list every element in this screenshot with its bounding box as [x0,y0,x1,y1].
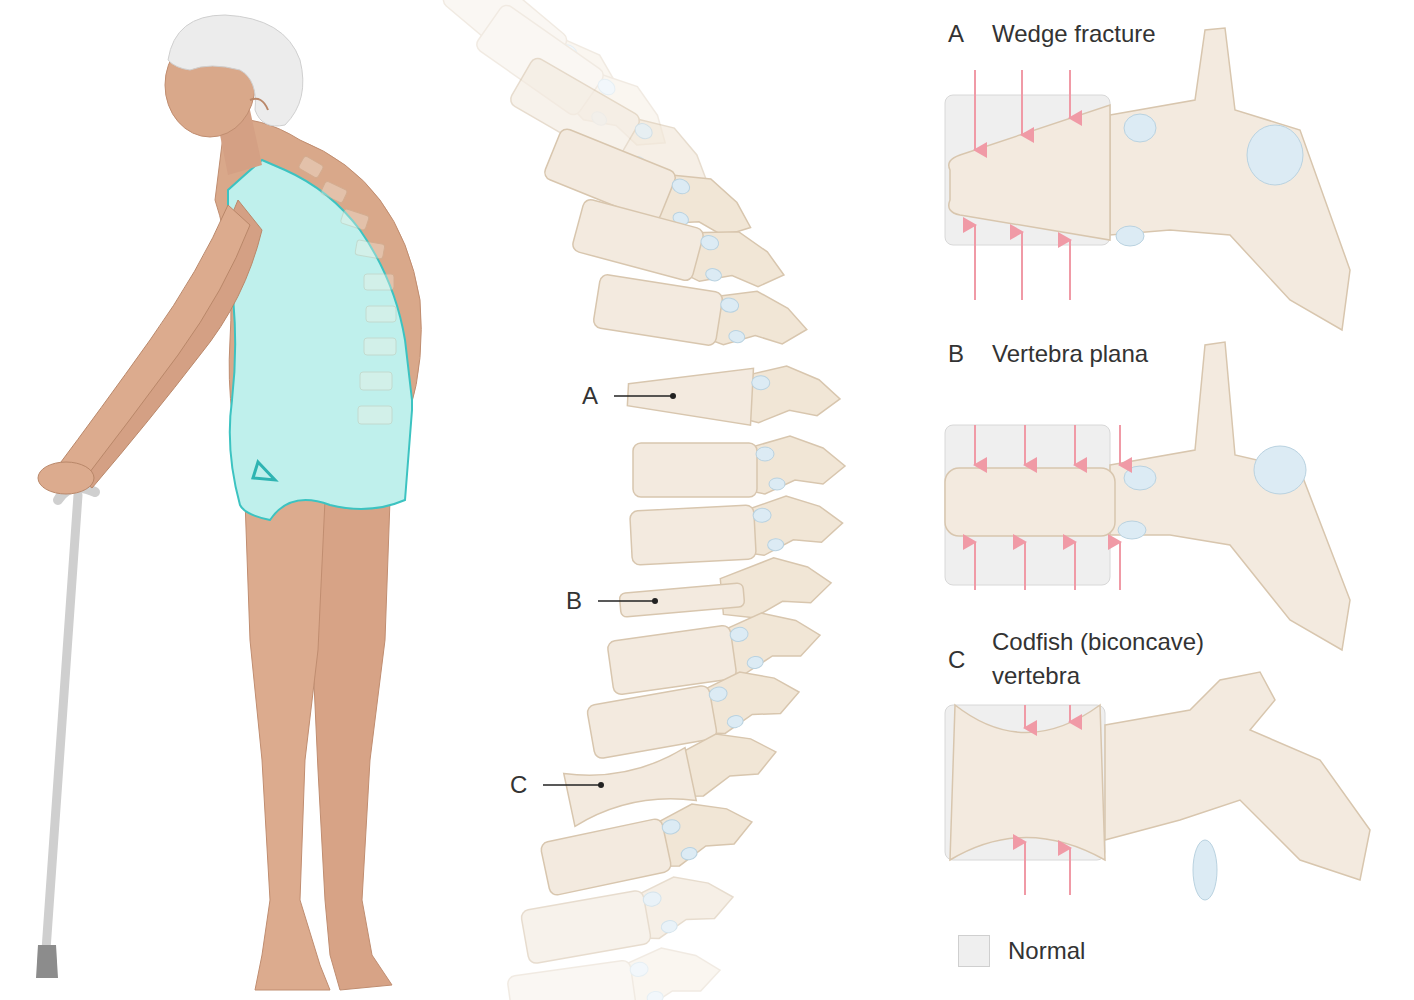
panel-title: Wedge fracture [992,17,1156,51]
panel-title: Vertebra plana [992,337,1148,371]
vertebra-plana-detail [945,342,1350,650]
codfish-detail [945,672,1370,900]
panel-letter: B [948,337,964,371]
panel-letter: C [948,643,965,677]
spine-column [440,0,845,1000]
panel-title: Codfish (biconcave) vertebra [992,625,1242,693]
wedge-detail [945,28,1350,330]
callout-letter: C [510,768,527,802]
callout-letter: A [582,379,598,413]
legend-text: Normal [1008,934,1085,968]
legend-swatch [958,935,990,967]
callout-letter: B [566,584,582,618]
panel-letter: A [948,17,964,51]
woman-figure [36,15,421,990]
